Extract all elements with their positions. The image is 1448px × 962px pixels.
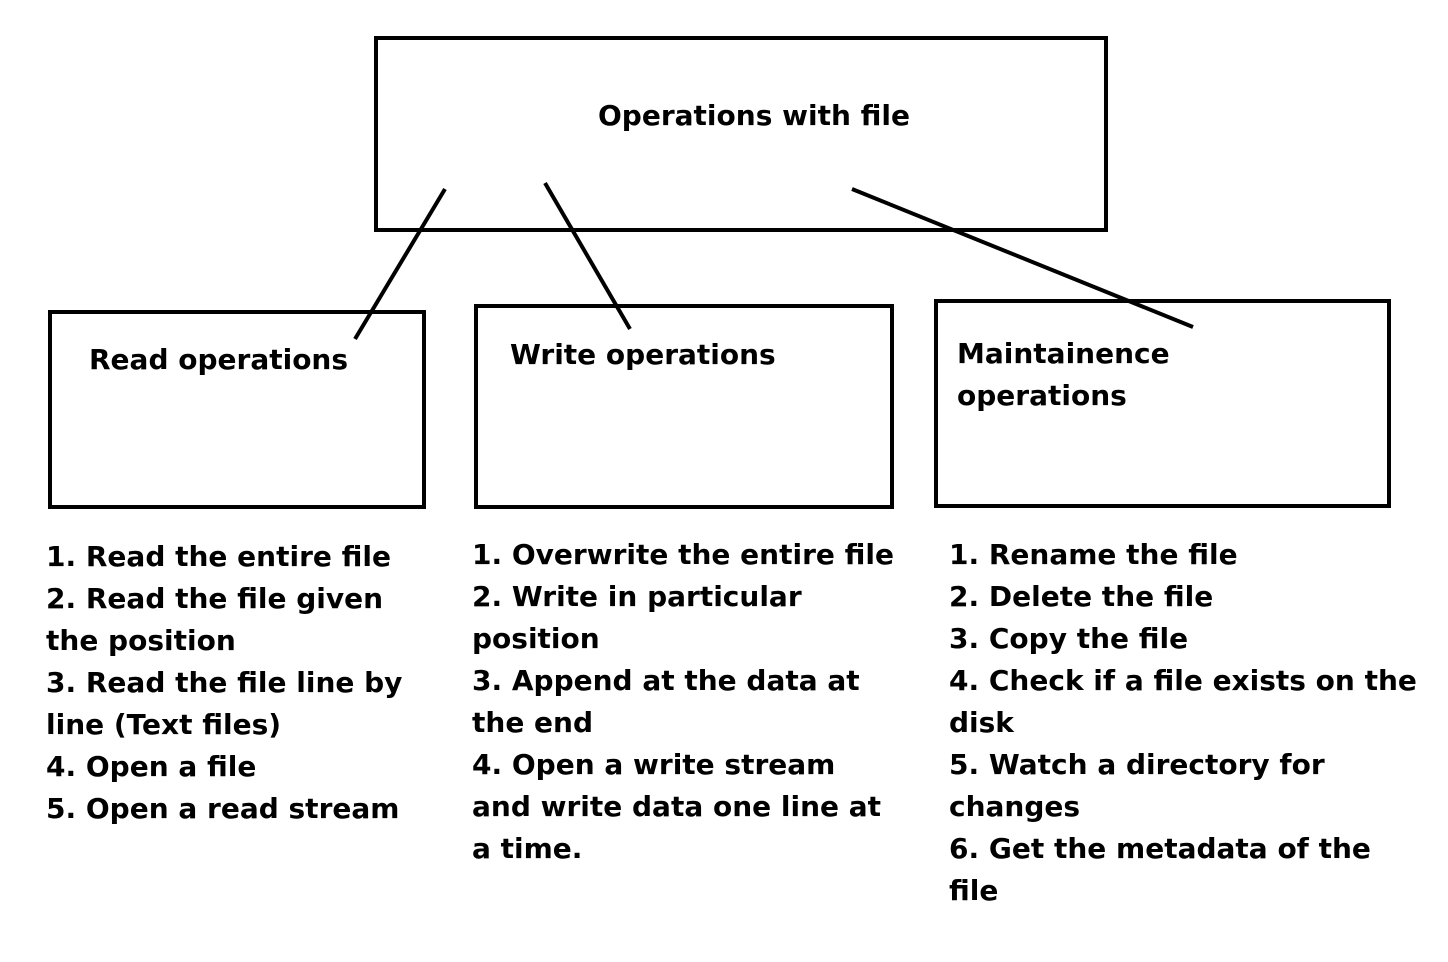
maintainence-operations-label: Maintainence operations: [957, 337, 1170, 412]
list-item: 1. Read the entire file: [46, 540, 391, 573]
list-item: 4. Check if a file exists on the disk: [949, 664, 1417, 739]
list-item: 1. Rename the file: [949, 538, 1238, 571]
list-item: 5. Watch a directory for changes: [949, 748, 1325, 823]
list-item: 2. Read the file given the position: [46, 582, 384, 657]
list-item: 2. Write in particular position: [472, 580, 802, 655]
write-operations-box: [474, 304, 894, 509]
list-item: 3. Read the file line by line (Text file…: [46, 666, 403, 741]
write-operations-list: 1. Overwrite the entire file 2. Write in…: [472, 534, 902, 870]
list-item: 2. Delete the file: [949, 580, 1214, 613]
write-operations-label: Write operations: [510, 338, 776, 371]
read-operations-label: Read operations: [89, 343, 349, 376]
root-node-label: Operations with file: [598, 99, 910, 132]
read-operations-box: [48, 310, 426, 509]
list-item: 5. Open a read stream: [46, 792, 400, 825]
list-item: 3. Append at the data at the end: [472, 664, 860, 739]
list-item: 4. Open a write stream and write data on…: [472, 748, 882, 865]
list-item: 1. Overwrite the entire file: [472, 538, 894, 571]
list-item: 4. Open a file: [46, 750, 257, 783]
maintainence-operations-list: 1. Rename the file 2. Delete the file 3.…: [949, 534, 1419, 912]
read-operations-list: 1. Read the entire file 2. Read the file…: [46, 536, 424, 830]
list-item: 3. Copy the file: [949, 622, 1189, 655]
list-item: 6. Get the metadata of the file: [949, 832, 1371, 907]
root-node-box: [374, 36, 1108, 232]
